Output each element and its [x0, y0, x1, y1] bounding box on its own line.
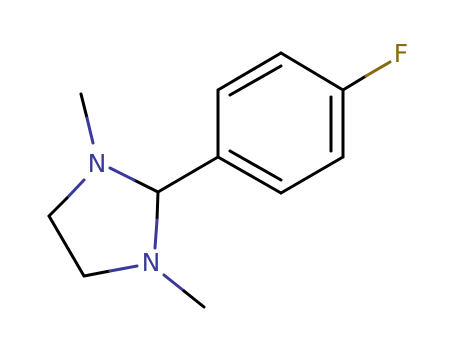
ch2-n3-bond-nitrogen-half: [108, 264, 139, 273]
n1-ch2-bond-carbon-half: [47, 196, 69, 218]
nitrogen-bottom-atom-label: N: [142, 248, 161, 277]
n1-methyl-carbon-half: [79, 92, 89, 120]
cf-bond-fluorine-half: [364, 60, 392, 78]
ch2-ch2-bond: [47, 214, 86, 278]
ch2-n3-bond-carbon-half: [82, 269, 112, 278]
c2-n1-bond-nitrogen-half: [108, 166, 136, 182]
ring-bond-1: [216, 51, 283, 92]
n3-methyl-nitrogen-half: [162, 273, 186, 293]
ring-bond-5-inner: [228, 149, 283, 182]
ring-bond-5: [216, 155, 283, 195]
n3-methyl-carbon-half: [182, 289, 206, 309]
c2-n3-bond-nitrogen-half: [153, 218, 159, 250]
fluorine-atom-label: F: [394, 39, 408, 68]
c2-n1-bond-carbon-half: [132, 178, 160, 194]
ring-bond-1-inner: [228, 64, 283, 97]
ring-bond-4: [279, 155, 345, 195]
aryl-c2-bond: [156, 155, 220, 194]
nitrogen-top-atom-label: N: [88, 149, 107, 178]
n1-methyl-nitrogen-half: [85, 116, 95, 145]
ring-bond-2: [279, 51, 345, 92]
cf-bond-carbon-half: [341, 74, 368, 92]
c2-n3-bond-carbon-half: [155, 190, 160, 222]
n1-ch2-bond-nitrogen-half: [65, 178, 86, 200]
